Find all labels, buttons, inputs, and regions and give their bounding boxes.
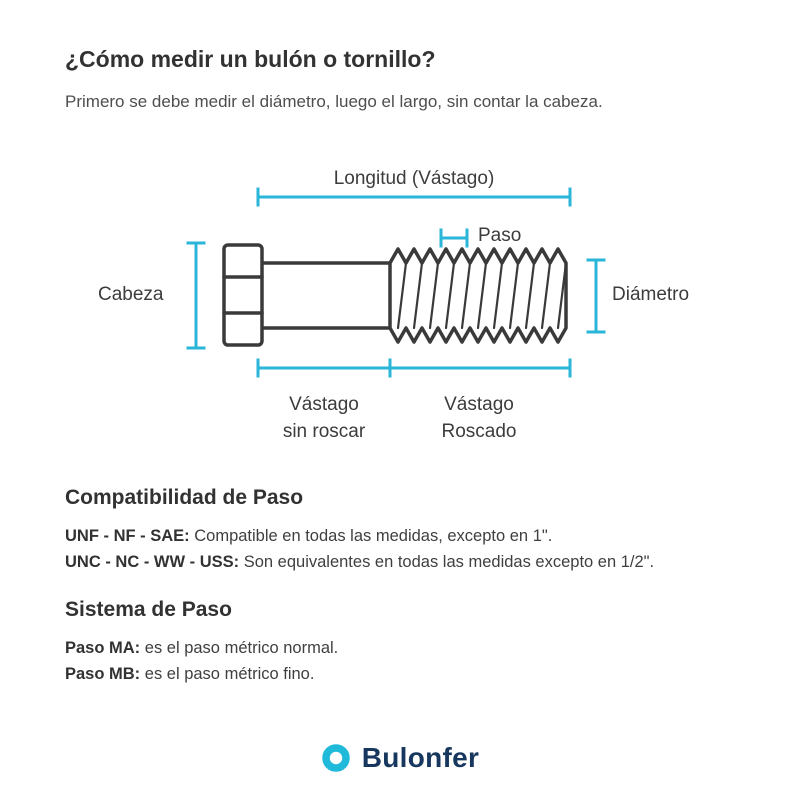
bolt-threads: [388, 247, 568, 344]
compat-line-unc-lead: UNC - NC - WW - USS:: [65, 553, 240, 571]
compat-line-unf-lead: UNF - NF - SAE:: [65, 527, 190, 545]
bulonfer-logo-icon: [321, 744, 350, 772]
compat-line-unc: UNC - NC - WW - USS: Son equivalentes en…: [65, 549, 760, 575]
measure-cabeza: [186, 241, 206, 350]
label-longitud: Longitud (Vástago): [333, 168, 495, 189]
measurement-lines: [186, 187, 606, 378]
measure-diametro: [586, 258, 606, 334]
label-vastago-sin-roscar: Vástago sin roscar: [282, 394, 366, 442]
bolt-head: [222, 243, 264, 347]
measure-vastagos: [256, 358, 572, 378]
bolt-diagram-svg: [186, 187, 606, 378]
compat-line-unf-text: Compatible en todas las medidas, excepto…: [189, 527, 553, 545]
paso-line-ma-lead: Paso MA:: [65, 639, 141, 657]
measure-paso: [439, 228, 469, 248]
bolt-drawing: [222, 243, 568, 347]
bolt-measurement-diagram: Longitud (Vástago) Paso Cabeza Diámetro …: [0, 150, 800, 485]
compat-line-unc-text: Son equivalentes en todas las medidas ex…: [239, 553, 655, 571]
paso-line-mb: Paso MB: es el paso métrico fino.: [65, 661, 760, 687]
label-vastago-roscado: Vástago Roscado: [441, 394, 517, 442]
section-heading: Sistema de Paso: [65, 598, 232, 621]
measure-longitud: [256, 187, 572, 207]
brand-footer: Bulonfer: [0, 742, 800, 774]
page-subtitle: Primero se debe medir el diámetro, luego…: [65, 92, 603, 111]
brand-name: Bulonfer: [361, 742, 480, 773]
label-paso: Paso: [478, 225, 522, 246]
paso-line-mb-text: es el paso métrico fino.: [140, 665, 315, 683]
page-title: ¿Cómo medir un bulón o tornillo?: [65, 46, 436, 72]
section-compatibilidad-de-paso: Compatibilidad de Paso UNF - NF - SAE: C…: [65, 486, 760, 575]
section-sistema-de-paso: Sistema de Paso Paso MA: es el paso métr…: [65, 598, 760, 687]
label-cabeza: Cabeza: [98, 284, 164, 305]
compat-line-unf: UNF - NF - SAE: Compatible en todas las …: [65, 523, 760, 549]
paso-line-ma: Paso MA: es el paso métrico normal.: [65, 635, 760, 661]
label-diametro: Diámetro: [612, 284, 690, 305]
section-heading: Compatibilidad de Paso: [65, 486, 304, 509]
paso-line-mb-lead: Paso MB:: [65, 665, 141, 683]
bolt-thread-grooves: [396, 261, 568, 330]
paso-line-ma-text: es el paso métrico normal.: [140, 639, 339, 657]
